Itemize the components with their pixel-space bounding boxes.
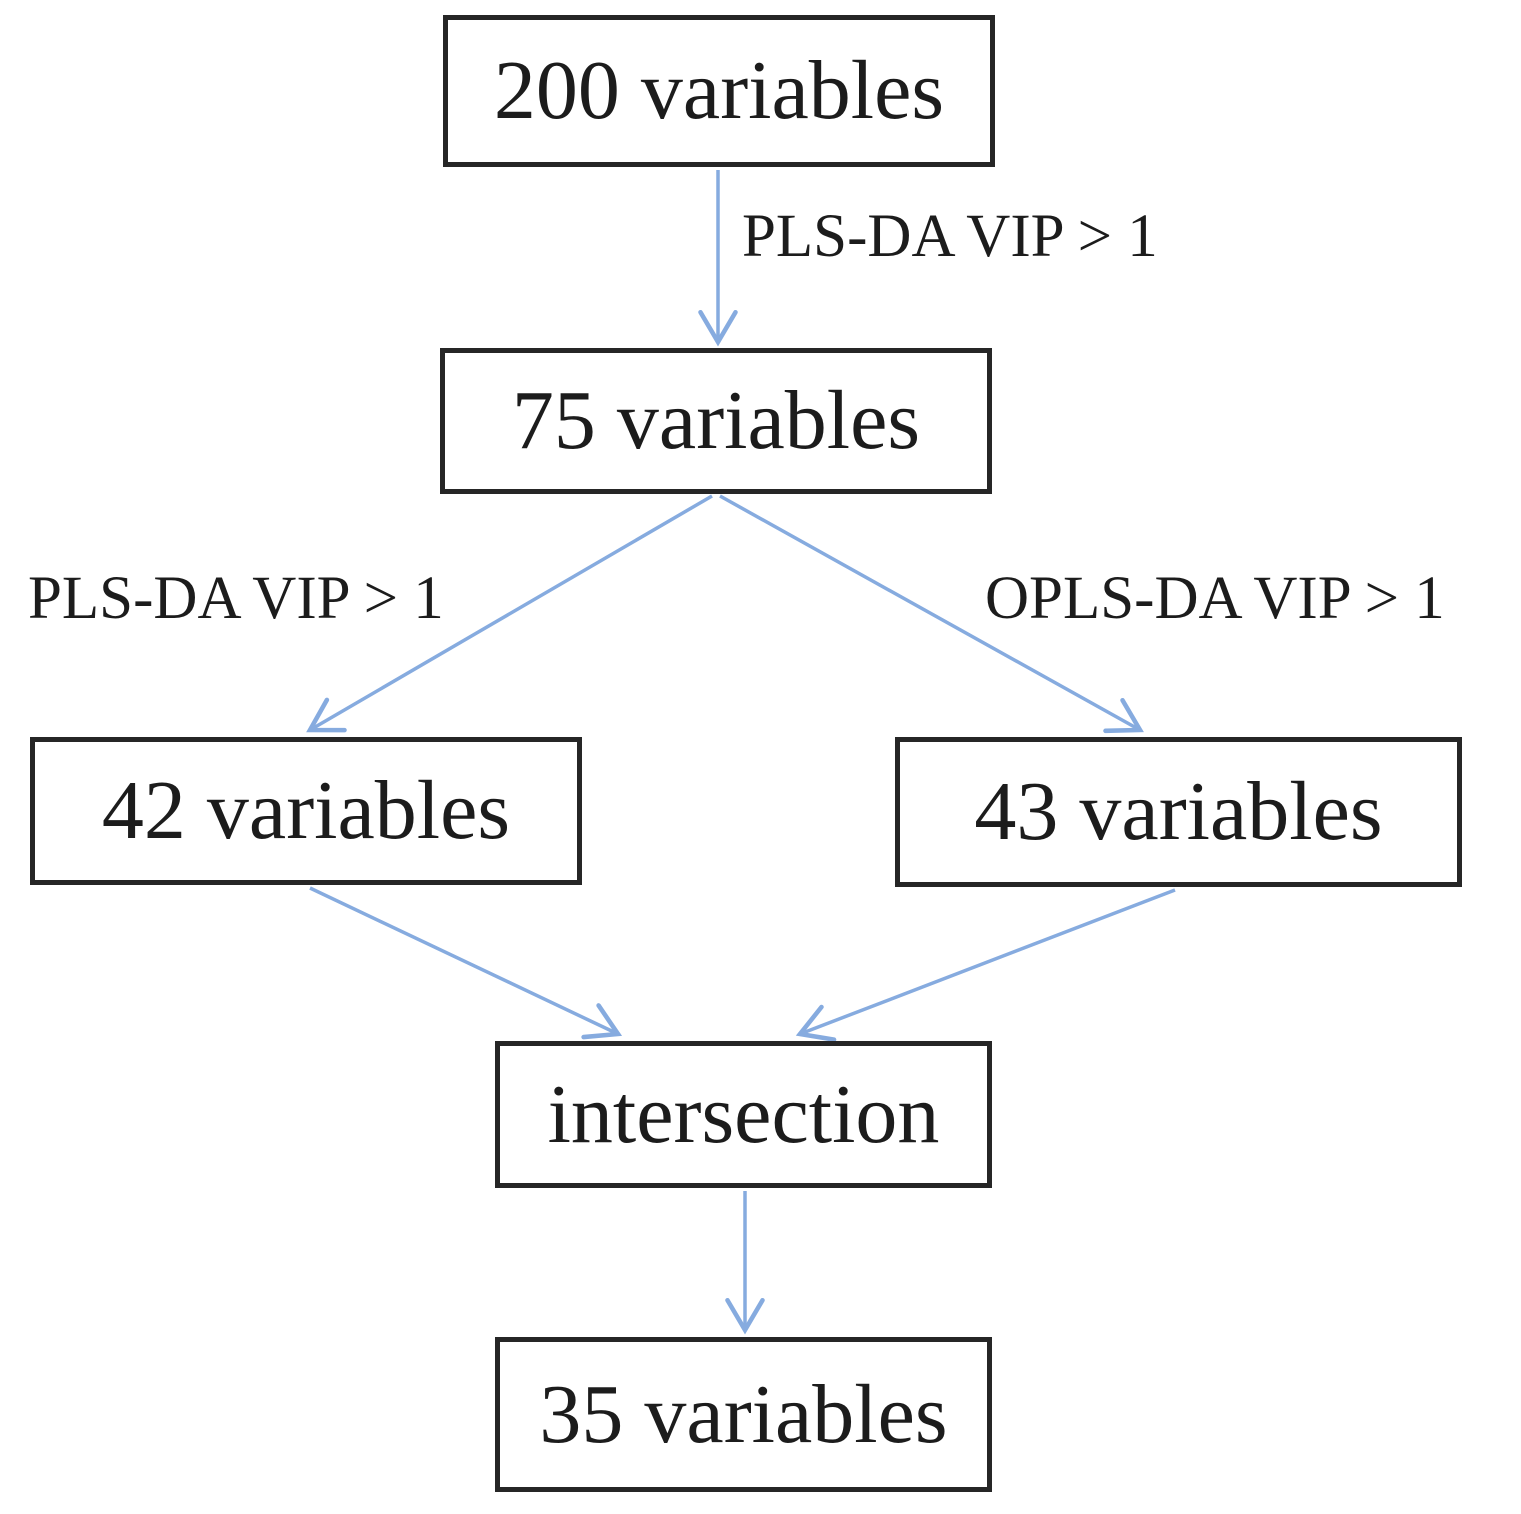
node-35-variables: 35 variables <box>495 1337 992 1492</box>
node-intersection: intersection <box>495 1041 992 1188</box>
edge-label-plsda-left: PLS-DA VIP > 1 <box>28 565 444 632</box>
node-200-variables: 200 variables <box>443 15 995 167</box>
edge-pls-to-intersection <box>309 886 623 1040</box>
node-43-variables: 43 variables <box>895 737 1462 887</box>
edge-opls-to-intersection <box>795 888 1176 1042</box>
node-75-variables: 75 variables <box>440 348 992 494</box>
edge-label-oplsda-right: OPLS-DA VIP > 1 <box>985 565 1445 632</box>
node-42-variables: 42 variables <box>30 737 582 885</box>
edge-label-plsda-top: PLS-DA VIP > 1 <box>742 203 1158 270</box>
